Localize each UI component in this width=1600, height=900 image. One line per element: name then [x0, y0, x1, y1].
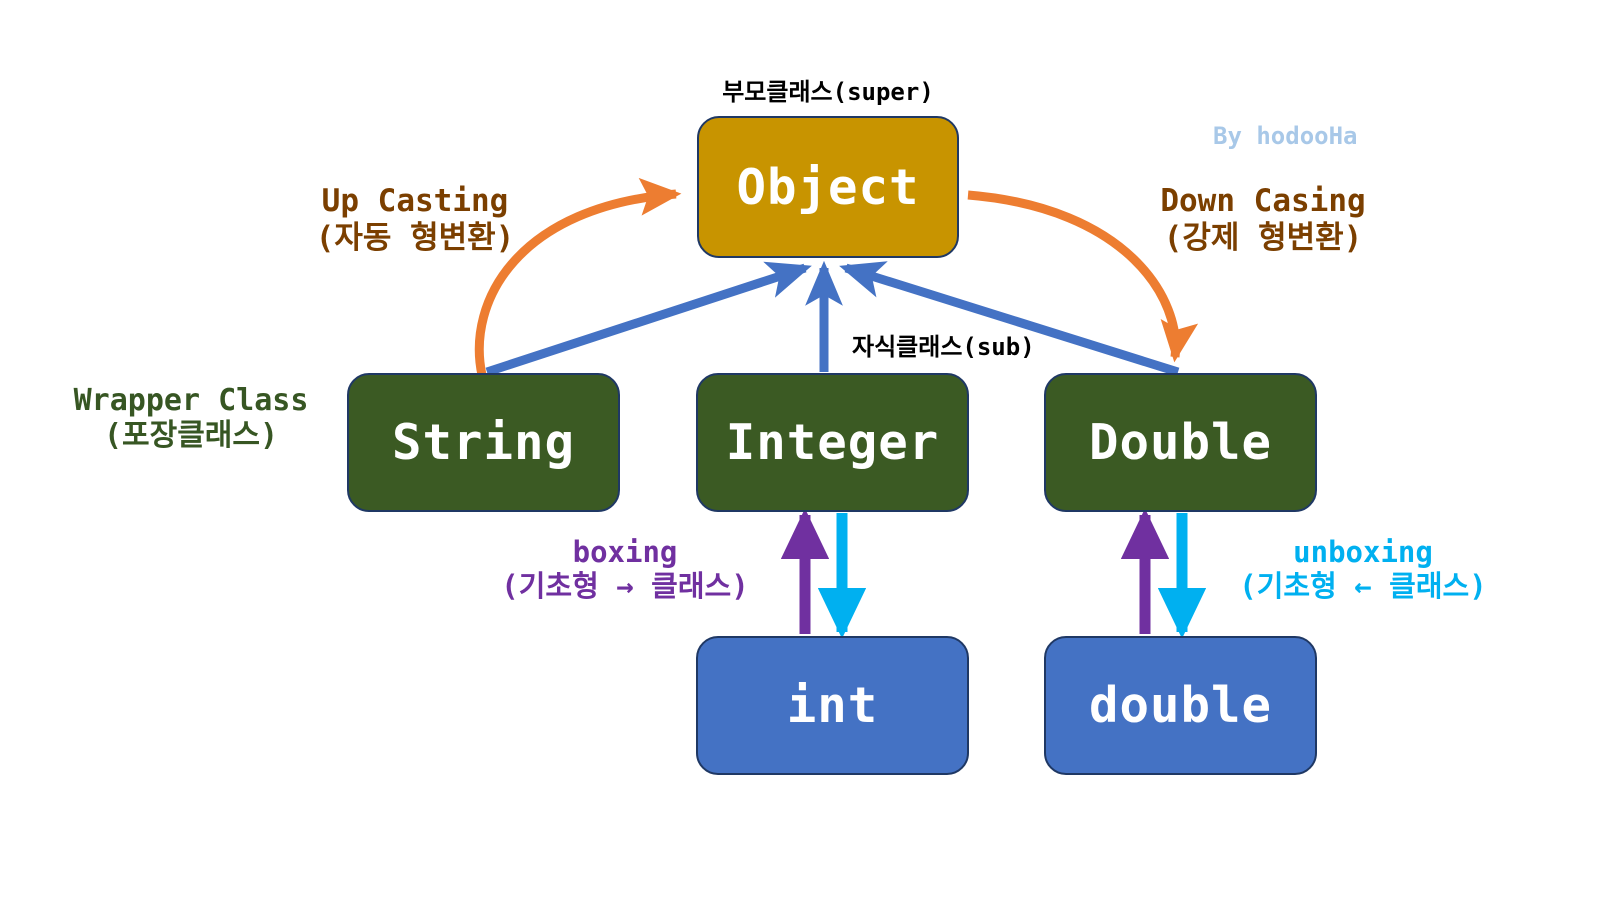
- up-casting-label: Up Casting (자동 형변환): [315, 183, 515, 256]
- node-string[interactable]: String: [347, 373, 620, 512]
- boxing-label: boxing (기초형 → 클래스): [501, 535, 749, 604]
- super-class-label: 부모클래스(super): [722, 78, 934, 106]
- down-casting-label: Down Casing (강제 형변환): [1160, 183, 1366, 256]
- wrapper-class-label: Wrapper Class (포장클래스): [73, 383, 309, 454]
- node-int[interactable]: int: [696, 636, 969, 775]
- node-integer[interactable]: Integer: [696, 373, 969, 512]
- unboxing-label: unboxing (기초형 ← 클래스): [1239, 535, 1487, 604]
- node-object[interactable]: Object: [697, 116, 959, 258]
- inherit-arrow-string-to-object: [485, 261, 812, 377]
- credit-label: By hodooHa: [1213, 122, 1358, 150]
- sub-class-label: 자식클래스(sub): [852, 333, 1035, 361]
- node-double-primitive[interactable]: double: [1044, 636, 1317, 775]
- node-double-class[interactable]: Double: [1044, 373, 1317, 512]
